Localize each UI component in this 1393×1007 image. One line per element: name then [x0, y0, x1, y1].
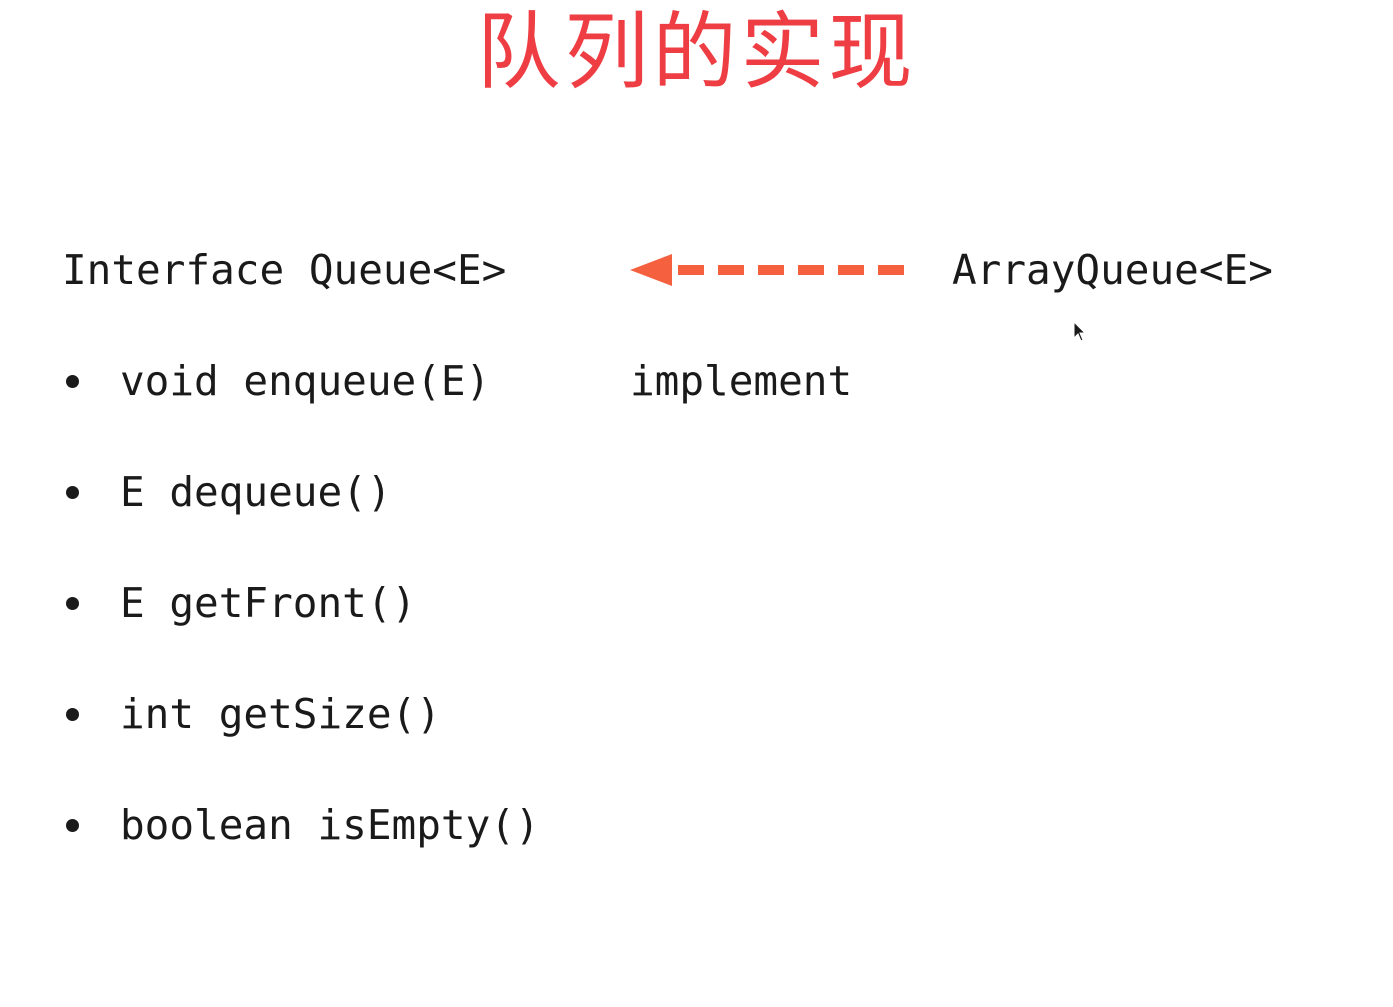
method-item-dequeue: E dequeue()	[62, 466, 392, 518]
interface-queue-label: Interface Queue<E>	[62, 246, 507, 294]
mouse-pointer-icon	[1073, 321, 1087, 342]
dashed-arrow-left-icon	[630, 254, 914, 286]
method-signature: void enqueue(E)	[120, 357, 491, 405]
implement-label: implement	[630, 357, 853, 405]
bullet-icon	[66, 597, 79, 610]
method-signature: int getSize()	[120, 690, 441, 738]
method-signature: E getFront()	[120, 579, 417, 627]
method-item-is-empty: boolean isEmpty()	[62, 799, 540, 851]
slide-title: 队列的实现	[476, 3, 917, 101]
method-signature: E dequeue()	[120, 468, 392, 516]
bullet-icon	[66, 375, 79, 388]
bullet-icon	[66, 819, 79, 832]
method-list: void enqueue(E) E dequeue() E getFront()…	[62, 355, 540, 910]
method-item-get-front: E getFront()	[62, 577, 416, 629]
bullet-icon	[66, 486, 79, 499]
array-queue-label: ArrayQueue<E>	[952, 246, 1273, 294]
method-item-get-size: int getSize()	[62, 688, 441, 740]
method-signature: boolean isEmpty()	[120, 801, 540, 849]
method-item-enqueue: void enqueue(E)	[62, 355, 490, 407]
bullet-icon	[66, 708, 79, 721]
